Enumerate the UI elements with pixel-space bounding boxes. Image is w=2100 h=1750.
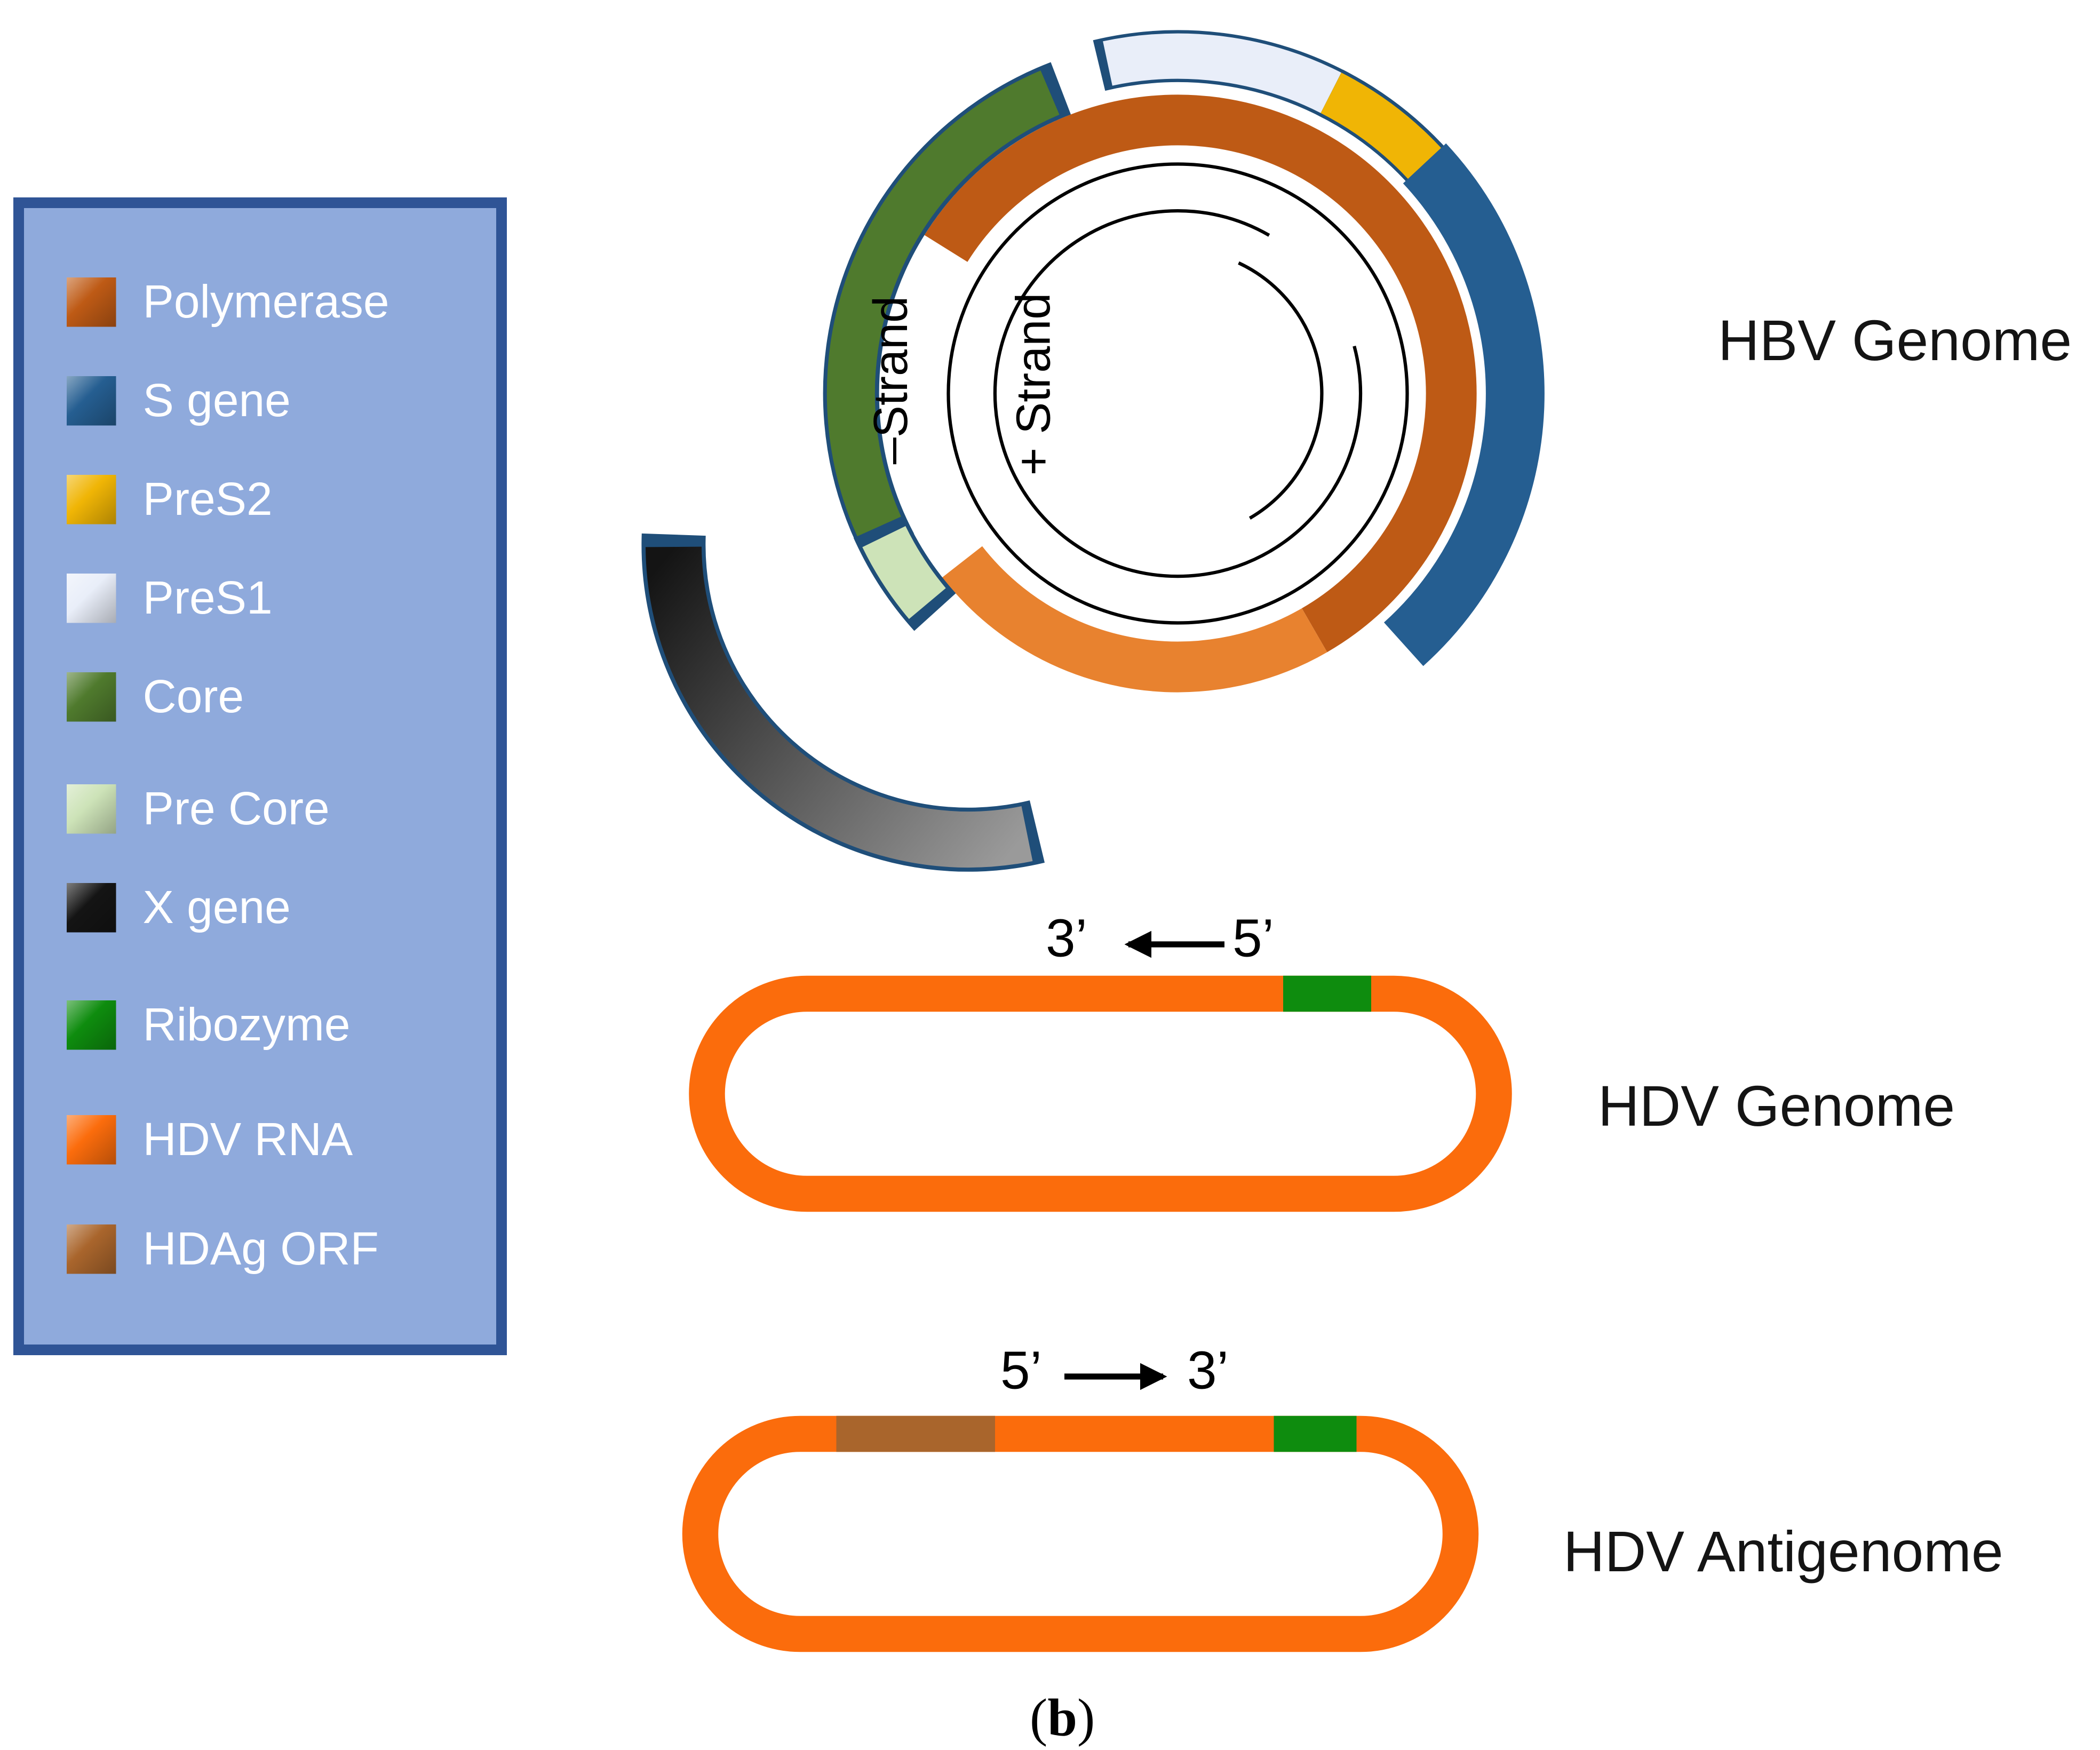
hbv-genome-title: HBV Genome <box>1718 309 2072 373</box>
ribozyme-swatch-icon <box>67 999 116 1049</box>
hdv-genome-5-prime-label: 5’ <box>1232 910 1274 968</box>
legend-item-pre-core: Pre Core <box>67 782 483 835</box>
s-gene-swatch-icon <box>67 375 116 425</box>
core-swatch-icon <box>67 671 116 721</box>
caption-letter: b <box>1047 1687 1077 1748</box>
legend-item-pres2: PreS2 <box>67 472 483 526</box>
legend-label-pres1: PreS1 <box>142 571 273 624</box>
legend-item-core: Core <box>67 670 483 723</box>
legend-label-pres2: PreS2 <box>142 473 273 525</box>
x-gene-swatch-icon <box>67 882 116 932</box>
polymerase-arc <box>924 94 1477 653</box>
minus-strand-label: –Strand <box>863 296 918 465</box>
legend-label-hdv-rna: HDV RNA <box>142 1113 353 1165</box>
hdv-genome-title: HDV Genome <box>1598 1075 1955 1139</box>
caption-paren-close: ) <box>1077 1687 1095 1748</box>
pres1-arc <box>1103 33 1342 113</box>
legend-label-hdag-orf: HDAg ORF <box>142 1222 379 1275</box>
legend-label-s-gene: S gene <box>142 374 291 426</box>
hdv-antigenome-ribozyme-segment <box>1274 1415 1357 1452</box>
polymerase-swatch-icon <box>67 276 116 327</box>
hdv-genome-ribozyme-segment <box>1283 975 1371 1012</box>
legend-item-hdv-rna: HDV RNA <box>67 1112 483 1166</box>
pre-core-swatch-icon <box>67 783 116 833</box>
hdv-genome-rod <box>689 975 1512 1212</box>
core-arc <box>826 70 1060 547</box>
legend-label-x-gene: X gene <box>142 881 291 933</box>
legend-item-polymerase: Polymerase <box>67 275 483 328</box>
legend-item-hdag-orf: HDAg ORF <box>67 1222 483 1275</box>
hdv-antigenome-3-prime-label: 3’ <box>1187 1342 1229 1401</box>
legend-item-s-gene: S gene <box>67 373 483 427</box>
pres1-swatch-icon <box>67 572 116 623</box>
plus-strand-label: + Strand <box>1006 292 1061 476</box>
pres2-arc <box>1321 73 1442 179</box>
legend-label-ribozyme: Ribozyme <box>142 998 351 1051</box>
hdag-orf-swatch-icon <box>67 1223 116 1274</box>
plus-strand-partial-arc <box>1238 261 1324 520</box>
hdv-antigenome-hdag-orf-segment <box>836 1415 995 1452</box>
hdv-genome-3-prime-label: 3’ <box>1046 910 1087 968</box>
legend-label-pre-core: Pre Core <box>142 782 330 834</box>
hdv-antigenome-rod <box>682 1415 1479 1652</box>
inner-strand-arc <box>993 209 1363 578</box>
minus-strand-circle <box>946 162 1409 625</box>
caption-paren-open: ( <box>1030 1687 1048 1748</box>
hdv-antigenome-5-prime-label: 5’ <box>1000 1342 1042 1401</box>
legend-item-x-gene: X gene <box>67 880 483 934</box>
s-gene-arc <box>1383 143 1545 666</box>
legend-panel: Polymerase S gene PreS2 PreS1 Core Pre C… <box>13 197 507 1355</box>
x-gene-arc <box>646 546 1033 868</box>
legend-item-ribozyme: Ribozyme <box>67 998 483 1051</box>
hdv-antigenome-title: HDV Antigenome <box>1563 1521 2003 1585</box>
polymerase-arc-light-end <box>942 546 1327 693</box>
figure-caption: (b) <box>1030 1686 1095 1749</box>
pre-core-arc <box>862 526 946 619</box>
legend-label-core: Core <box>142 670 244 722</box>
hdv-rna-swatch-icon <box>67 1114 116 1164</box>
legend-label-polymerase: Polymerase <box>142 275 389 328</box>
pres2-swatch-icon <box>67 474 116 524</box>
legend-item-pres1: PreS1 <box>67 571 483 624</box>
